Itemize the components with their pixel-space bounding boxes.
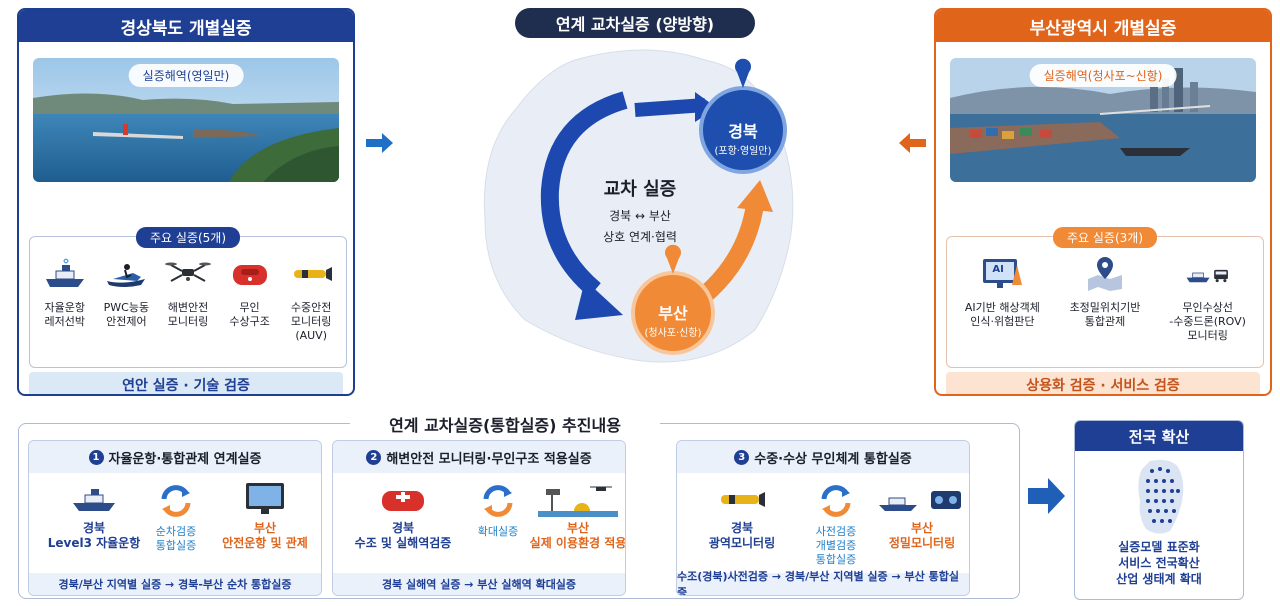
card-gyeongbuk-text: 경북 광역모니터링 [708, 521, 776, 550]
cycle-arrows-icon [483, 485, 513, 517]
map-pin-icon [665, 244, 681, 274]
item-pwc: PWC능동 안전제어 [96, 255, 156, 343]
arrow-right-icon [1028, 478, 1065, 514]
item-positioning: 초정밀위치기반 통합관제 [1057, 255, 1153, 343]
card-footer: 경북 실해역 실증 → 부산 실해역 확대실증 [333, 573, 625, 595]
arrow-right-icon [366, 133, 393, 153]
photo-tag: 실증해역(영일만) [128, 64, 244, 87]
card-title-text: 수중·수상 무인체계 통합실증 [754, 451, 912, 467]
card-number: 1 [88, 449, 104, 465]
integrated-demo-title: 연계 교차실증(통합실증) 추진내용 [350, 412, 660, 435]
card-busan-text: 부산 정밀모니터링 [888, 521, 956, 550]
boat-icon [73, 489, 115, 511]
ai-monitor-icon: AI [979, 255, 1025, 291]
card-gyeongbuk-text: 경북 수조 및 실해역검증 [354, 521, 452, 550]
national-title: 전국 확산 [1075, 421, 1243, 451]
cross-demo-title: 연계 교차실증 (양방향) [515, 8, 755, 38]
busan-gear-sub: (청사포·신항) [644, 328, 702, 339]
item-label: 초정밀위치기반 통합관제 [1069, 301, 1141, 328]
card-mid-text: 사전검증 개별검증 통합실증 [815, 525, 857, 566]
item-drone: 해변안전 모니터링 [158, 255, 218, 343]
item-label: 무인수상선 -수중드론(ROV) 모니터링 [1169, 301, 1246, 342]
usv-rov-icon [1185, 255, 1231, 291]
jetski-icon [103, 255, 149, 291]
korea-dot-map-icon [1138, 459, 1184, 534]
gyeongbuk-panel: 경상북도 개별실증 실증해역(영일만) 주요 실증(5개) 자율운항 레 [17, 8, 355, 396]
busan-items-box: 주요 실증(3개) AI AI기반 해상객체 인식·위험판단 초정밀위치기반 통… [946, 227, 1264, 368]
item-label: 해변안전 모니터링 [167, 301, 209, 328]
cycle-arrows-icon [161, 485, 191, 517]
gyeongbuk-panel-title: 경상북도 개별실증 [19, 10, 353, 42]
card-title-text: 해변안전 모니터링·무인구조 적용실증 [386, 451, 592, 467]
arrow-left-icon [899, 133, 926, 153]
card-gyeongbuk-text: 경북 Level3 자율운항 [47, 521, 141, 550]
map-pin-icon [1082, 255, 1128, 291]
youngil-bay-photo: 실증해역(영일만) [33, 58, 339, 182]
busan-panel: 부산광역시 개별실증 실증해역(청사포~신항) 주요 실증(3개) AI AI기… [934, 8, 1272, 396]
card-footer: 수조(경북)사전검증 → 경북/부산 지역별 실증 → 부산 통합실증 [677, 570, 969, 595]
card-busan-text: 부산 안전운항 및 관제 [222, 521, 308, 550]
auv-icon [288, 255, 334, 291]
item-auv: 수중안전 모니터링 (AUV) [281, 255, 341, 343]
busan-port-photo: 실증해역(청사포~신항) [950, 58, 1256, 182]
auv-icon [721, 492, 765, 507]
photo-tag: 실증해역(청사포~신항) [1029, 64, 1177, 87]
gyeongbuk-items-box: 주요 실증(5개) 자율운항 레저선박 PWC능동 안전제어 해변안전 모니터링 [29, 227, 347, 368]
item-label: AI기반 해상객체 인식·위험판단 [964, 301, 1040, 328]
cross-demo-line2: 상호 연계·협력 [603, 230, 677, 244]
items-count-tag: 주요 실증(3개) [1052, 227, 1158, 248]
busan-panel-title: 부산광역시 개별실증 [936, 10, 1270, 42]
boat-icon [42, 255, 88, 291]
item-label: PWC능동 안전제어 [103, 301, 150, 328]
card-number: 2 [366, 449, 382, 465]
gyeongbuk-footer: 연안 실증 · 기술 검증 [29, 372, 343, 394]
item-label: 무인 수상구조 [229, 301, 270, 328]
cycle-arrows-icon [821, 485, 851, 517]
national-text: 실증모델 표준화 서비스 전국확산 산업 생태계 확대 [1116, 540, 1202, 586]
item-autonomous-boat: 자율운항 레저선박 [35, 255, 95, 343]
korea-map-diagram [483, 49, 794, 363]
card-footer: 경북/부산 지역별 실증 → 경북-부산 순차 통합실증 [29, 573, 321, 595]
rescue-buoy-icon [382, 491, 424, 511]
drone-icon [164, 255, 211, 291]
map-pin-icon [735, 58, 751, 88]
control-monitor-icon [246, 483, 284, 514]
card-mid-text: 확대실증 [477, 525, 519, 538]
gyeongbuk-gear-name: 경북 [728, 122, 758, 141]
items-count-tag: 주요 실증(5개) [135, 227, 241, 248]
item-label: 자율운항 레저선박 [44, 301, 86, 328]
item-ai-detection: AI AI기반 해상객체 인식·위험판단 [954, 255, 1050, 343]
item-usv-rov: 무인수상선 -수중드론(ROV) 모니터링 [1160, 255, 1256, 343]
item-rescue: 무인 수상구조 [220, 255, 280, 343]
cross-demo-line1: 경북 ↔ 부산 [609, 209, 671, 223]
card-busan-text: 부산 실제 이용환경 적용 [529, 521, 626, 550]
card-title-text: 자율운항·통합관제 연계실증 [108, 451, 262, 467]
busan-gear-name: 부산 [658, 304, 688, 323]
beach-camera-drone-icon [538, 486, 618, 517]
gyeongbuk-gear-sub: (포항·영일만) [714, 146, 772, 157]
rescue-buoy-icon [227, 255, 273, 291]
card-number: 3 [734, 449, 750, 465]
usv-rov-icon [879, 491, 961, 511]
card-mid-text: 순차검증 통합실증 [155, 525, 197, 552]
cross-demo-label: 교차 실증 [603, 179, 677, 200]
national-expansion-box: 전국 확산 실증모델 표준화 서비스 전국확산 산업 생태계 확대 [1074, 420, 1244, 600]
item-label: 수중안전 모니터링 (AUV) [290, 301, 332, 342]
ai-text: AI [992, 264, 1004, 275]
busan-footer: 상용화 검증 · 서비스 검증 [946, 372, 1260, 394]
